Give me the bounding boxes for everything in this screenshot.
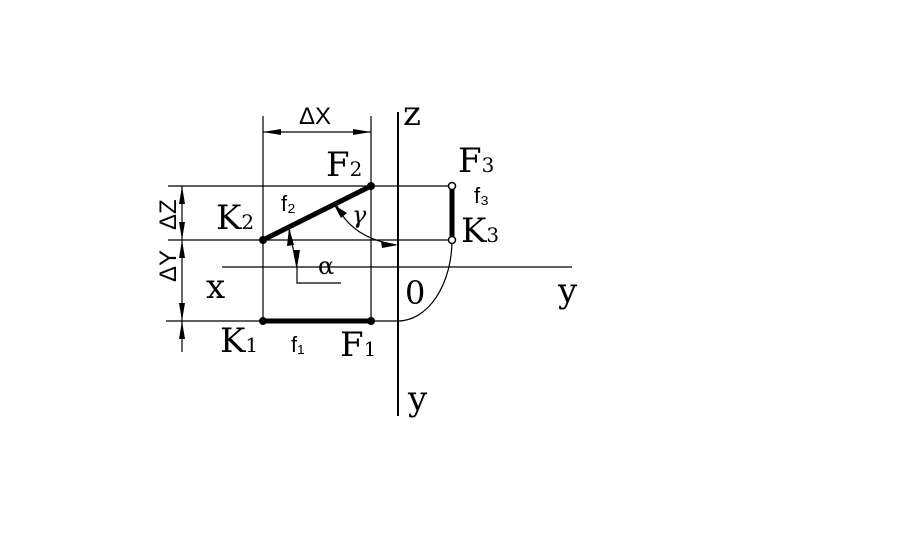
gamma-label: γ (352, 201, 367, 229)
projection-f2 (261, 183, 373, 243)
gamma-arrow-end (381, 241, 398, 248)
delta-x-arrow-left (263, 129, 281, 135)
delta-z-arrow-bottom (179, 222, 185, 240)
point-k3 (447, 235, 457, 245)
point-f3 (447, 181, 457, 191)
f3-label: F3 (458, 141, 494, 181)
gamma-angle-arc (336, 205, 397, 246)
alpha-arrow-top (287, 228, 294, 246)
point-f2 (367, 182, 375, 190)
delta-y-arrow-lower (179, 321, 185, 339)
f1-label: F1 (340, 325, 376, 365)
y-axis-right-label: y (557, 271, 578, 311)
alpha-label: α (318, 252, 334, 280)
delta-y-arrow-top (179, 240, 185, 258)
f3-projection-label: f₃ (474, 183, 489, 208)
point-k1 (259, 317, 267, 325)
delta-z-arrow-top (179, 186, 185, 204)
alpha-arrow-bottom (293, 250, 300, 268)
delta-z-label: ΔZ (155, 199, 182, 230)
point-k2 (259, 236, 267, 244)
delta-x-label: ΔX (299, 103, 331, 130)
k3-label: K3 (461, 211, 499, 251)
transfer-arc (397, 239, 453, 322)
gamma-arrow-start (334, 205, 347, 218)
alpha-leader (288, 227, 341, 284)
f1-projection-label: f₁ (291, 332, 305, 357)
origin-label: 0 (405, 274, 425, 312)
delta-y-label: ΔY (155, 250, 182, 282)
point-f1 (367, 317, 375, 325)
f2-projection-label: f₂ (281, 191, 296, 216)
z-axis-label: z (403, 94, 421, 134)
k1-label: K1 (220, 321, 258, 361)
k2-label: K2 (216, 198, 254, 238)
x-axis-label: x (206, 267, 225, 307)
delta-y-arrow-bottom (179, 303, 185, 321)
y-axis-bottom-label: y (407, 379, 428, 419)
delta-x-arrow-right (353, 129, 371, 135)
f2-label: F2 (326, 145, 362, 185)
